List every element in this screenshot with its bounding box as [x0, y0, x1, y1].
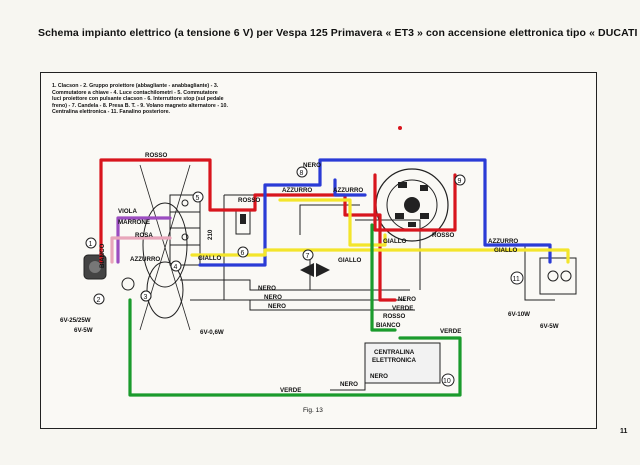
- label-rosso-top: ROSSO: [145, 152, 168, 159]
- label-nero-2: NERO: [264, 294, 282, 301]
- label-verde-right: VERDE: [392, 305, 413, 312]
- component-legend: 1. Clacson - 2. Gruppo proiettore (abbag…: [52, 83, 228, 116]
- marker-dot: [398, 126, 402, 130]
- component-markers: 1 2 3 4 5 6 7 8 9 10 11: [85, 166, 524, 387]
- label-bianco-left: BIANCO: [99, 243, 106, 268]
- label-rosso-right: ROSSO: [383, 313, 406, 320]
- black-wires: [180, 194, 555, 391]
- bulb-speedo: 6V-0,6W: [200, 329, 224, 336]
- label-azzurro-mid: AZZURRO: [282, 187, 312, 194]
- bulb-parking: 6V-5W: [74, 327, 93, 334]
- marker-2: 2: [97, 297, 101, 304]
- figure-caption: Fig. 13: [303, 407, 323, 414]
- label-marrone: MARRONE: [118, 219, 150, 226]
- label-nero-top: NERO: [303, 162, 321, 169]
- label-giallo-mag: GIALLO: [383, 238, 407, 245]
- label-rosso-mag: ROSSO: [432, 232, 455, 239]
- label-azzurro-left: AZZURRO: [130, 256, 160, 263]
- bulb-headlamp: 6V-25/25W: [60, 317, 91, 324]
- label-nero-1: NERO: [258, 285, 276, 292]
- unit-label-line2: ELETTRONICA: [372, 357, 417, 364]
- label-giallo-left: GIALLO: [198, 255, 222, 262]
- marker-3: 3: [144, 294, 148, 301]
- label-nero-right: NERO: [398, 296, 416, 303]
- label-viola: VIOLA: [118, 208, 137, 215]
- marker-7: 7: [306, 253, 310, 260]
- yellow-wire-2: [278, 198, 387, 247]
- marker-11: 11: [513, 276, 520, 283]
- green-wire: [128, 298, 462, 397]
- unit-label-line1: CENTRALINA: [374, 349, 415, 356]
- bulb-tail-small: 6V-5W: [540, 323, 559, 330]
- headlamp-assembly: [121, 164, 191, 331]
- purple-wire: [116, 216, 172, 264]
- label-giallo-mid: GIALLO: [338, 257, 362, 264]
- tail-light: [539, 257, 577, 295]
- green-wire-2: [370, 223, 397, 332]
- blue-wire: [198, 158, 552, 267]
- label-nero-3: NERO: [268, 303, 286, 310]
- spark-plug: [300, 263, 330, 277]
- red-wire: [99, 158, 397, 302]
- marker-6: 6: [241, 250, 245, 257]
- marker-4: 4: [174, 264, 178, 271]
- label-azzurro-mag: AZZURRO: [333, 187, 363, 194]
- pink-wire: [110, 236, 172, 264]
- page-number: 11: [620, 428, 628, 435]
- label-rosa: ROSA: [135, 232, 153, 239]
- switch-number: 210: [207, 229, 214, 240]
- marker-9: 9: [458, 178, 462, 185]
- label-bianco-right: BIANCO: [376, 322, 401, 329]
- electronic-unit: [364, 342, 441, 384]
- label-giallo-right: GIALLO: [494, 247, 518, 254]
- red-wire-2: [373, 173, 457, 232]
- label-verde-unit: VERDE: [440, 328, 461, 335]
- label-verde-bottom: VERDE: [280, 387, 301, 394]
- marker-5: 5: [196, 195, 200, 202]
- label-nero-bottom: NERO: [340, 381, 358, 388]
- marker-8: 8: [300, 170, 304, 177]
- label-rosso-mid: ROSSO: [238, 197, 261, 204]
- marker-10: 10: [443, 378, 451, 385]
- page-title: Schema impianto elettrico (a tensione 6 …: [38, 27, 640, 39]
- label-nero-unit: NERO: [370, 373, 388, 380]
- blue-wire-2: [333, 178, 367, 197]
- marker-1: 1: [89, 241, 93, 248]
- brake-switch: [235, 209, 251, 235]
- label-azzurro-right: AZZURRO: [488, 238, 518, 245]
- bulb-tail: 6V-10W: [508, 311, 530, 318]
